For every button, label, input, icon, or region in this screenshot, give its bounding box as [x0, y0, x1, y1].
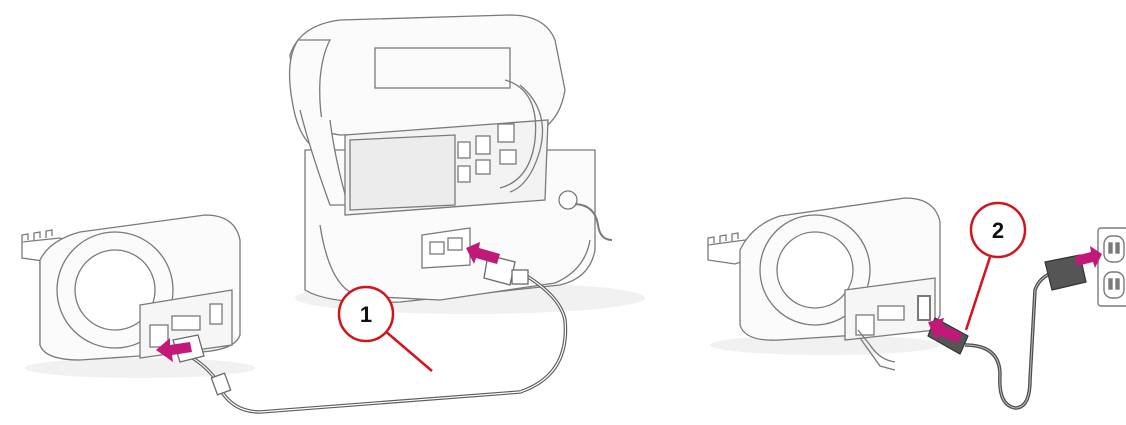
pos-terminal-illustration [290, 15, 645, 314]
label-printer-right [708, 198, 940, 370]
callout-1-label: 1 [360, 302, 372, 327]
wall-outlet [1098, 228, 1126, 306]
label-printer-left [22, 215, 255, 378]
callout-2: 2 [966, 203, 1025, 330]
callout-2-label: 2 [992, 218, 1004, 243]
